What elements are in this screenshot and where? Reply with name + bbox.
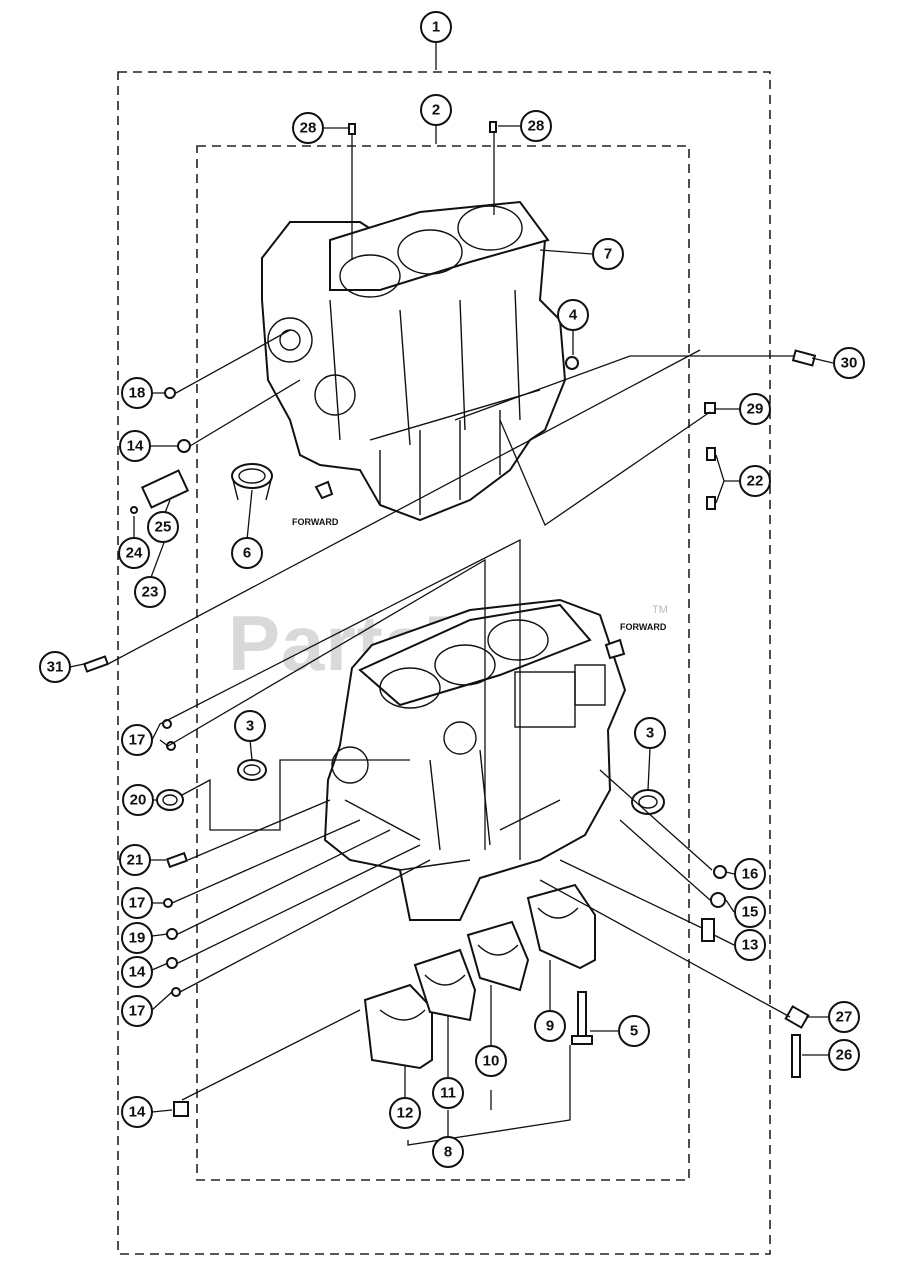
- callout-15[interactable]: 15: [734, 896, 766, 928]
- cylinder-block-3cyl: [261, 200, 567, 522]
- svg-text:14: 14: [129, 964, 146, 981]
- svg-text:24: 24: [126, 545, 143, 562]
- svg-text:21: 21: [127, 852, 144, 869]
- seal-20: [156, 789, 184, 811]
- callout-6[interactable]: 6: [231, 537, 263, 569]
- callout-30[interactable]: 30: [833, 347, 865, 379]
- bearing-cap-10: [466, 920, 530, 992]
- svg-text:10: 10: [483, 1053, 500, 1070]
- callout-1[interactable]: 1: [420, 11, 452, 43]
- callout-18[interactable]: 18: [121, 377, 153, 409]
- svg-text:27: 27: [836, 1009, 853, 1026]
- callout-17-lower[interactable]: 17: [121, 995, 153, 1027]
- callout-14-bottom[interactable]: 14: [121, 1096, 153, 1128]
- forward-label-top: FORWARD: [292, 517, 339, 527]
- svg-text:11: 11: [440, 1085, 456, 1102]
- callout-17-middle[interactable]: 17: [121, 887, 153, 919]
- callout-14-top[interactable]: 14: [119, 430, 151, 462]
- svg-text:17: 17: [129, 895, 146, 912]
- callout-28-right[interactable]: 28: [520, 110, 552, 142]
- callout-13[interactable]: 13: [734, 929, 766, 961]
- svg-text:18: 18: [129, 385, 146, 402]
- forward-label-bottom: FORWARD: [620, 622, 667, 632]
- inner-assembly-frame: [196, 145, 690, 1181]
- svg-text:28: 28: [300, 120, 317, 137]
- callout-3-right[interactable]: 3: [634, 717, 666, 749]
- svg-text:9: 9: [546, 1018, 554, 1035]
- svg-text:28: 28: [528, 118, 545, 135]
- watermark-tm: TM: [652, 604, 668, 616]
- callout-20[interactable]: 20: [122, 784, 154, 816]
- cylinder-block-4cyl: [323, 598, 627, 921]
- svg-text:8: 8: [444, 1144, 452, 1161]
- callout-5[interactable]: 5: [618, 1015, 650, 1047]
- bearing-cap-12: [363, 983, 433, 1070]
- callout-4[interactable]: 4: [557, 299, 589, 331]
- seal-3-left: [237, 759, 267, 781]
- forward-arrow-top: [314, 480, 334, 500]
- svg-text:29: 29: [747, 401, 764, 418]
- callout-10[interactable]: 10: [475, 1045, 507, 1077]
- svg-text:25: 25: [155, 519, 172, 536]
- callout-2[interactable]: 2: [420, 94, 452, 126]
- svg-text:2: 2: [432, 102, 440, 119]
- svg-text:14: 14: [129, 1104, 146, 1121]
- svg-text:7: 7: [604, 246, 612, 263]
- callout-22[interactable]: 22: [739, 465, 771, 497]
- callout-12[interactable]: 12: [389, 1097, 421, 1129]
- callout-14-middle[interactable]: 14: [121, 956, 153, 988]
- svg-text:16: 16: [742, 866, 759, 883]
- bearing-cap-9: [526, 883, 596, 970]
- svg-text:3: 3: [246, 718, 254, 735]
- callout-28-left[interactable]: 28: [292, 112, 324, 144]
- svg-text:23: 23: [142, 584, 159, 601]
- svg-text:19: 19: [129, 930, 146, 947]
- svg-text:22: 22: [747, 473, 764, 490]
- spring-26: [791, 1034, 801, 1078]
- svg-text:30: 30: [841, 355, 858, 372]
- svg-text:3: 3: [646, 725, 654, 742]
- bushing-6: [231, 463, 273, 501]
- svg-text:13: 13: [742, 937, 759, 954]
- svg-text:1: 1: [432, 19, 440, 36]
- svg-text:26: 26: [836, 1047, 853, 1064]
- svg-text:17: 17: [129, 1003, 146, 1020]
- svg-text:6: 6: [243, 545, 251, 562]
- callout-24[interactable]: 24: [118, 537, 150, 569]
- forward-arrow-bottom: [604, 638, 626, 660]
- callout-29[interactable]: 29: [739, 393, 771, 425]
- callout-26[interactable]: 26: [828, 1039, 860, 1071]
- svg-text:20: 20: [130, 792, 147, 809]
- callout-3-left[interactable]: 3: [234, 710, 266, 742]
- bearing-cap-11: [413, 948, 477, 1022]
- callout-23[interactable]: 23: [134, 576, 166, 608]
- callout-19[interactable]: 19: [121, 922, 153, 954]
- outer-assembly-frame: [117, 71, 771, 1255]
- bolt-5: [571, 991, 593, 1045]
- callout-27[interactable]: 27: [828, 1001, 860, 1033]
- svg-text:31: 31: [47, 659, 64, 676]
- svg-text:14: 14: [127, 438, 144, 455]
- callout-25[interactable]: 25: [147, 511, 179, 543]
- plug-27: [784, 1005, 810, 1029]
- leader-lines: [69, 42, 834, 1146]
- svg-text:12: 12: [397, 1105, 414, 1122]
- callout-16[interactable]: 16: [734, 858, 766, 890]
- svg-text:4: 4: [569, 307, 578, 324]
- callout-9[interactable]: 9: [534, 1010, 566, 1042]
- callout-8[interactable]: 8: [432, 1136, 464, 1168]
- callout-31[interactable]: 31: [39, 651, 71, 683]
- svg-text:15: 15: [742, 904, 759, 921]
- callout-7[interactable]: 7: [592, 238, 624, 270]
- svg-text:5: 5: [630, 1023, 638, 1040]
- callout-21[interactable]: 21: [119, 844, 151, 876]
- callout-17-upper[interactable]: 17: [121, 724, 153, 756]
- sleeve-25: [140, 469, 190, 509]
- svg-text:17: 17: [129, 732, 146, 749]
- callout-11[interactable]: 11: [432, 1077, 464, 1109]
